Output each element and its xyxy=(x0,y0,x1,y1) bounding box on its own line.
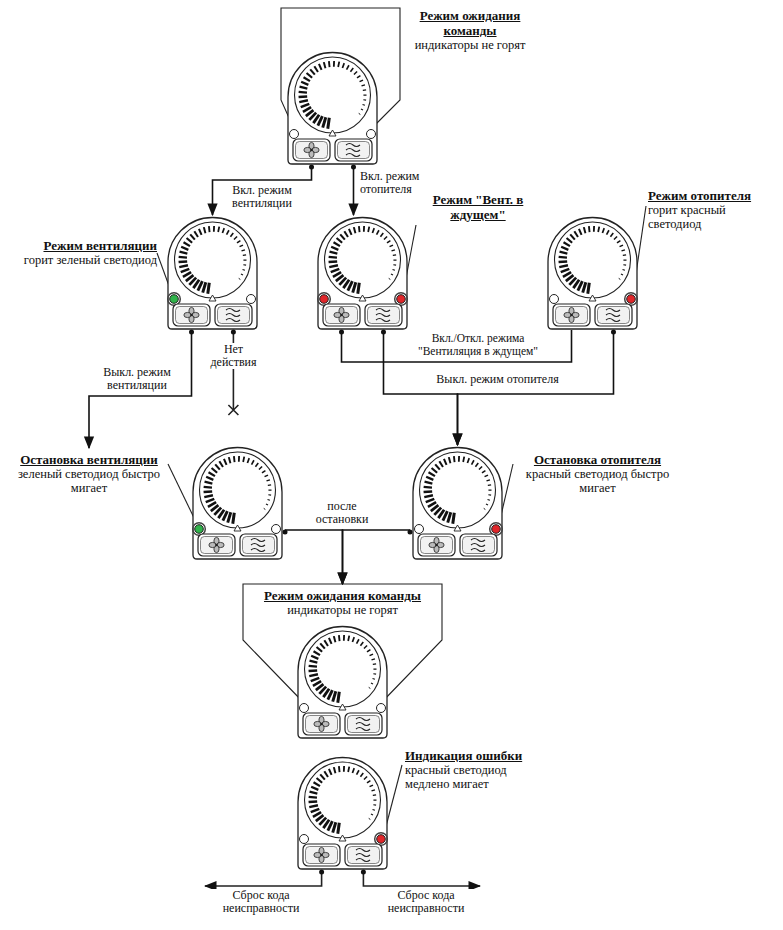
state-heading: Режим вентиляции xyxy=(5,238,157,253)
button-joint xyxy=(319,870,324,875)
button-joint xyxy=(339,330,344,335)
transition-label: Вкл. режим вентиляции xyxy=(222,184,302,210)
controller-panel-outline xyxy=(165,215,260,330)
reset-arrow xyxy=(363,870,480,886)
transition-label: Вкл./Откл. режима "Вентиляция в ждущем" xyxy=(413,332,543,358)
state-caption: Режим ожидания командыиндикаторы не горя… xyxy=(405,8,535,52)
controller-panel-outline xyxy=(410,445,505,560)
controller-panel-outline xyxy=(315,215,410,330)
button-joint xyxy=(408,530,413,535)
state-description: зеленый светодиод быстро мигает xyxy=(5,467,173,495)
button-joint xyxy=(283,530,288,535)
state-caption: Остановка отопителякрасный светодиод быс… xyxy=(515,452,680,495)
reset-label: Сброс кода неисправности xyxy=(370,889,482,915)
state-description: индикаторы не горят xyxy=(243,603,442,617)
controller-panel: Режим "Вент. в ждущем" xyxy=(315,215,410,330)
button-joint xyxy=(611,330,616,335)
transition-arrow xyxy=(89,330,192,448)
state-description: красный светодиод быстро мигает xyxy=(515,467,680,495)
state-heading: Остановка вентиляции xyxy=(5,452,173,467)
controller-panel: Остановка отопителякрасный светодиод быс… xyxy=(410,445,505,560)
state-caption: Остановка вентиляциизеленый светодиод бы… xyxy=(5,452,173,495)
transition-arrow xyxy=(285,530,343,584)
reset-label: Сброс кода неисправности xyxy=(205,889,317,915)
button-joint xyxy=(361,870,366,875)
transition-label: Выкл. режим отопителя xyxy=(395,373,600,386)
controller-panel-outline xyxy=(295,755,390,870)
state-heading: Индикация ошибки xyxy=(405,748,540,763)
controller-panel: Остановка вентиляциизеленый светодиод бы… xyxy=(190,445,285,560)
button-joint xyxy=(231,330,236,335)
no-action-cross xyxy=(228,405,238,415)
button-joint xyxy=(309,165,314,170)
transition-arrow xyxy=(343,530,411,584)
transition-arrow xyxy=(353,165,355,215)
button-joint xyxy=(189,330,194,335)
transition-label: после остановки xyxy=(302,500,382,526)
controller-panel: Режим отопителягорит красный светодиод xyxy=(545,215,640,330)
transition-arrow xyxy=(342,330,572,362)
state-heading: Режим "Вент. в ждущем" xyxy=(412,192,544,222)
controller-panel: Режим ожидания командыиндикаторы не горя… xyxy=(295,624,390,739)
state-caption: Режим отопителягорит красный светодиод xyxy=(648,188,780,231)
transition-label: Выкл. режим вентиляции xyxy=(92,366,182,392)
state-heading: Режим отопителя xyxy=(648,188,780,203)
button-joint xyxy=(381,330,386,335)
no-action-line xyxy=(233,330,235,410)
controller-panel-outline xyxy=(295,624,390,739)
state-description: горит зеленый светодиод xyxy=(5,253,157,267)
state-description: красный светодиод медлено мигает xyxy=(405,763,540,791)
note-label: Нет действия xyxy=(205,343,262,369)
state-caption: Индикация ошибкикрасный светодиод медлен… xyxy=(405,748,540,791)
state-description: индикаторы не горят xyxy=(405,38,535,52)
button-joint xyxy=(351,165,356,170)
transition-label: Вкл. режим отопителя xyxy=(360,170,440,196)
state-caption: Режим вентиляциигорит зеленый светодиод xyxy=(5,238,157,267)
state-caption: Режим ожидания командыиндикаторы не горя… xyxy=(243,588,442,617)
controller-panel: Режим вентиляциигорит зеленый светодиод xyxy=(165,215,260,330)
controller-panel-outline xyxy=(190,445,285,560)
state-caption: Режим "Вент. в ждущем" xyxy=(412,192,544,222)
reset-arrow xyxy=(205,870,322,886)
state-heading: Режим ожидания команды xyxy=(405,8,535,38)
controller-panel-outline xyxy=(545,215,640,330)
controller-panel-outline xyxy=(285,50,380,165)
controller-panel: Режим ожидания командыиндикаторы не горя… xyxy=(285,50,380,165)
transition-arrow xyxy=(213,165,312,215)
state-heading: Остановка отопителя xyxy=(515,452,680,467)
controller-panel: Индикация ошибкикрасный светодиод медлен… xyxy=(295,755,390,870)
state-heading: Режим ожидания команды xyxy=(243,588,442,603)
state-description: горит красный светодиод xyxy=(648,203,780,231)
